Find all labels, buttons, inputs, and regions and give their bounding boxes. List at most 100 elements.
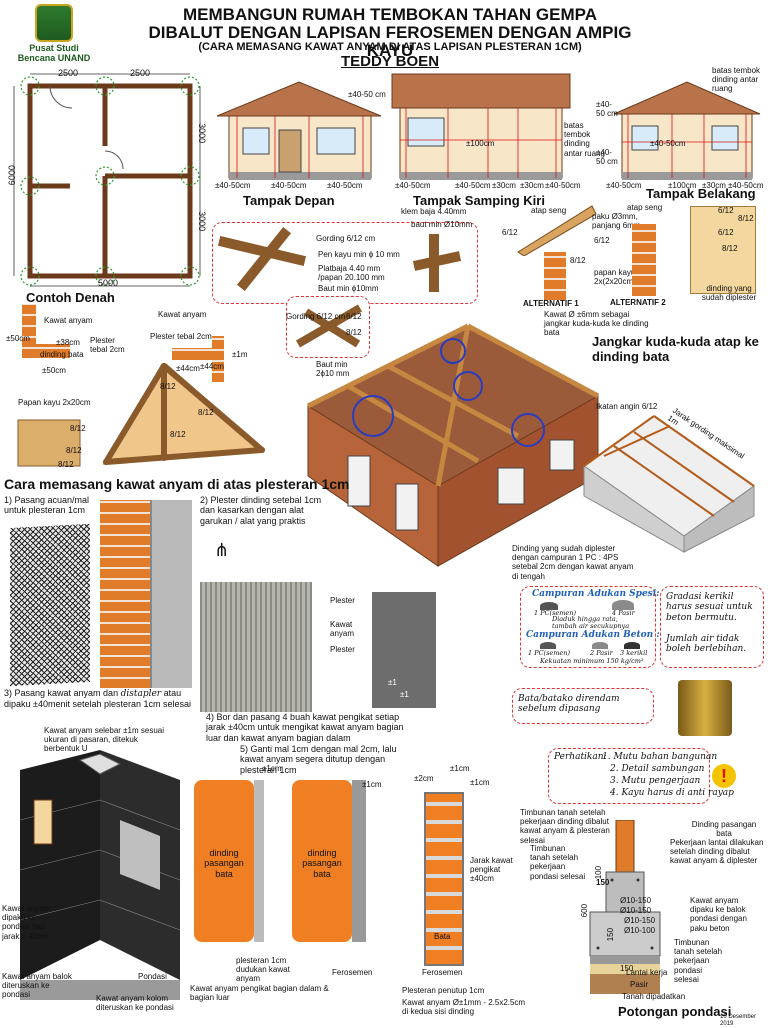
photo-label-kawat: Kawat anyam <box>330 620 355 639</box>
section-ferosemen-1: Ferosemen <box>332 968 373 977</box>
alt2-atap: atap seng <box>627 203 663 212</box>
section-c-dim-3: ±1cm <box>450 764 470 773</box>
tampak-belakang-title: Tampak Belakang <box>646 186 756 201</box>
pondasi-label-2: Dinding pasangan bata <box>691 820 757 839</box>
section-kawat-pengikat: Kawat anyam pengikat bagian dalam & bagi… <box>190 984 329 1003</box>
iso-label-4: Pondasi <box>138 972 167 981</box>
isometric-mesh-drawing <box>19 750 181 1000</box>
pondasi-num-3: 600 <box>580 903 590 918</box>
unand-seal-icon <box>35 4 73 42</box>
belakang-note: batas tembok dinding antar ruang <box>712 66 761 94</box>
cement-pile-icon <box>540 602 558 610</box>
truss-812-e: 8/12 <box>66 446 82 455</box>
bucket-icon <box>678 680 732 736</box>
mix-box <box>520 586 656 668</box>
corner-label-bata: dinding bata <box>40 350 84 359</box>
samping-dim-1: ±40-50cm <box>395 181 431 190</box>
plester-label-1m: ±1m <box>232 350 248 359</box>
belakang-dim-3: ±30cm <box>702 181 726 190</box>
spesi-title: Campuran Adukan Spesi: <box>532 589 660 599</box>
pondasi-rebar-1: Ø10-150 <box>620 896 652 905</box>
beton-note: Kekuatan minimum 150 kg/cm² <box>540 657 644 665</box>
tampak-depan-drawing <box>216 81 382 180</box>
beton-pasir: 2 Pasir <box>590 649 613 657</box>
samping-dim-4: ±30cm <box>520 181 544 190</box>
pondasi-label-7: Lantai kerja <box>626 968 668 977</box>
tampak-belakang-drawing <box>613 81 761 180</box>
pondasi-title: Potongan pondasi <box>618 1004 732 1019</box>
mix-note-box <box>660 586 764 668</box>
step2-photo <box>200 582 312 712</box>
corner-label-50b: ±50cm <box>42 366 66 375</box>
title-line-1: MEMBANGUN RUMAH TEMBOKAN TAHAN GEMPA <box>183 5 597 24</box>
mix-note-1: Gradasi kerikil harus sesuai untuk beton… <box>666 592 753 623</box>
jangkar-title: Jangkar kuda-kuda atap ke dinding bata <box>592 334 759 364</box>
rake-icon: ⋔ <box>214 540 230 560</box>
spesi-pc: 1 PC(semen) <box>534 609 576 617</box>
tampak-samping-title: Tampak Samping Kiri <box>413 193 545 208</box>
section-a-brick <box>194 780 254 942</box>
perhatikan-item-2: 2. Detail sambungan <box>610 764 705 774</box>
perhatikan-head: Perhatikan: <box>554 752 607 762</box>
alt2-dinding: dinding yang sudah diplester <box>701 284 757 303</box>
logo: Pusat Studi Bencana UNAND <box>10 4 98 64</box>
steps-title: Cara memasang kawat anyam di atas pleste… <box>4 476 350 492</box>
pondasi-drawing <box>589 820 661 994</box>
truss-812-f: 8/12 <box>58 460 74 469</box>
spesi-note: Diaduk hingga rata, tambah air secukupny… <box>552 615 630 631</box>
section-a-text: dinding pasangan bata <box>204 848 244 879</box>
corner-label-50a: ±50cm <box>6 334 30 343</box>
iso-label-1: Kawat anyam selebar ±1m sesuai ukuran di… <box>44 726 165 754</box>
alt2-paku: paku Ø3mm, panjang 6mm <box>592 212 641 231</box>
section-a-dim: ±1cm <box>262 764 282 773</box>
iso-label-2: Kawat anyam dipaku ke pondasi tiap jarak… <box>2 904 51 941</box>
belakang-dim-1: ±40-50cm <box>606 181 642 190</box>
belakang-dim-5: ±40-50cm <box>650 139 686 148</box>
date: 10 Desember 2019 <box>720 1014 757 1027</box>
plester-label-44a: ±44cm <box>176 364 200 373</box>
plester-brick-h <box>172 348 222 360</box>
alt2-812-b: 8/12 <box>738 214 754 223</box>
bata-note: Bata/batako direndam sebelum dipasang <box>518 694 620 715</box>
pondasi-label-8: Pasir <box>630 980 649 989</box>
section-jarak: Jarak kawat pengikat ±40cm <box>470 856 513 884</box>
pondasi-num-1: 150 <box>596 878 610 887</box>
joint-pen: Pen kayu min ϕ 10 mm <box>318 250 400 259</box>
step1-mesh-drawing <box>10 523 90 687</box>
step-3: 3) Pasang kawat anyam dan distapler atau… <box>4 688 192 710</box>
roof-frame-drawing <box>583 415 755 553</box>
mix-note-2: Jumlah air tidak boleh berlebihan. <box>666 634 747 655</box>
joint-plat: Platbaja 4.40 mm /papan 20.100 mm <box>318 264 385 283</box>
tampak-samping-drawing <box>391 73 571 180</box>
clamp-klem: klem baja 4.40mm <box>401 207 467 216</box>
alt2-wall <box>690 206 756 294</box>
truss-drawing <box>17 363 266 467</box>
section-kawat-anyam: Kawat anyam Ø±1mm - 2.5x2.5cm di kedua s… <box>402 998 526 1017</box>
depan-dim-2: ±40-50cm <box>271 181 307 190</box>
dim-right-bottom: 3000 <box>197 211 208 232</box>
pondasi-label-3: Pekerjaan lantai dilakukan setelah dindi… <box>670 838 764 866</box>
clamp-baut: baut min Ø10mm <box>411 220 473 229</box>
joint2-baut: Baut min 2ϕ10 mm <box>316 360 350 379</box>
truss-papan: Papan kayu 2x20cm <box>18 398 91 407</box>
plester-label-44b: ±44cm <box>200 362 224 371</box>
alt1-roof-drawing <box>517 205 597 256</box>
corner-brick-h <box>22 344 70 358</box>
beton-kerikil: 3 kerikil <box>620 649 648 657</box>
photo-label-plester-1: Plester <box>330 596 355 605</box>
depan-dim-top: ±40-50 cm <box>348 90 386 99</box>
joint2-812: 8/12 <box>346 328 362 337</box>
section-b-ferosemen <box>352 780 366 942</box>
iso-label-5: Kawat anyam kolom diteruskan ke pondasi <box>96 994 174 1013</box>
pondasi-label-1: Timbunan tanah setelah pekerjaan dinding… <box>520 808 610 845</box>
truss-812-a: 8/12 <box>160 382 176 391</box>
step4-photo <box>372 592 436 708</box>
pondasi-label-6: Timbunan tanah setelah pekerjaan pondasi… <box>674 938 723 984</box>
section-plesteran-penutup: Plesteran penutup 1cm <box>402 986 485 995</box>
beton-cement-icon <box>540 642 556 649</box>
joint2-612: 6/12 <box>346 312 362 321</box>
pondasi-num-2: 100 <box>594 865 604 880</box>
dim-side: 6000 <box>6 165 17 186</box>
section-a-plaster <box>254 780 264 942</box>
section-b-brick <box>292 780 352 942</box>
